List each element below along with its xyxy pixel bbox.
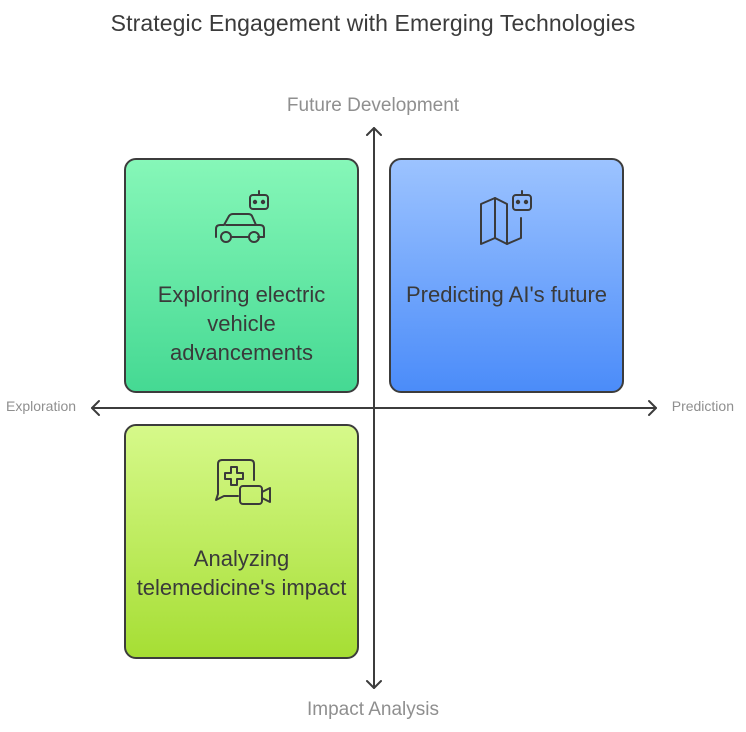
car-robot-icon bbox=[215, 190, 269, 243]
arrow-down-icon bbox=[366, 680, 382, 689]
axis-label-right: Prediction bbox=[671, 398, 734, 414]
quadrant-ai-future: Predicting AI's future bbox=[389, 158, 624, 393]
axis-label-left: Exploration bbox=[6, 398, 77, 414]
quadrant-label: Predicting AI's future bbox=[405, 282, 608, 307]
axis-label-top: Future Development bbox=[286, 95, 460, 116]
diagram-title: Strategic Engagement with Emerging Techn… bbox=[110, 10, 636, 36]
quadrant-electric-vehicles: Exploring electric vehicle advancements bbox=[124, 158, 359, 393]
medical-chat-video-icon bbox=[215, 459, 271, 505]
arrow-left-icon bbox=[91, 400, 100, 416]
map-robot-icon bbox=[480, 190, 532, 245]
arrow-right-icon bbox=[648, 400, 657, 416]
quadrant-label: Analyzing telemedicine's impact bbox=[136, 546, 347, 600]
quadrant-telemedicine: Analyzing telemedicine's impact bbox=[124, 424, 359, 659]
axis-label-bottom: Impact Analysis bbox=[307, 699, 439, 720]
quadrant-label: Exploring electric vehicle advancements bbox=[157, 282, 326, 365]
arrow-up-icon bbox=[366, 127, 382, 136]
